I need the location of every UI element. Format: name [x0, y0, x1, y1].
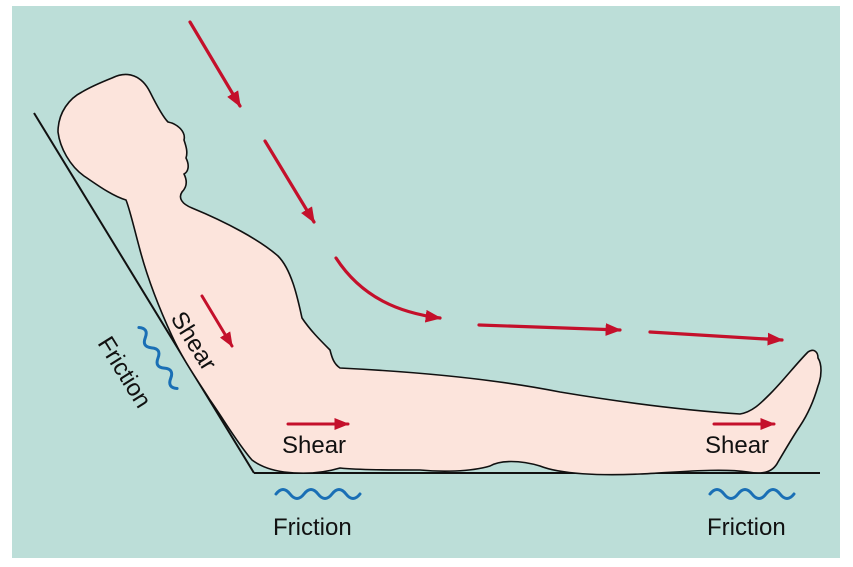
motion-arrow-2: [263, 139, 316, 224]
friction-label-heel: Friction: [707, 514, 786, 541]
bed-outline: [33, 112, 820, 474]
shear-label-heel: Shear: [705, 432, 769, 459]
inclined-backrest: [33, 112, 255, 474]
friction-wave-seat: [274, 488, 362, 500]
friction-label-seat: Friction: [273, 514, 352, 541]
friction-wave-heel: [708, 488, 796, 500]
motion-arrow-3: [334, 256, 442, 323]
motion-arrow-4: [477, 323, 622, 336]
motion-arrow-1: [188, 20, 242, 108]
shear-label-seat: Shear: [282, 432, 346, 459]
friction-wave-back: [137, 325, 179, 391]
shear-back-arrow: [200, 294, 234, 348]
friction-waves: [137, 325, 796, 500]
shear-arrows: [200, 294, 776, 430]
patient-body: [57, 73, 822, 476]
sliding-motion-arrows: [188, 20, 784, 346]
motion-arrow-5: [648, 330, 784, 346]
